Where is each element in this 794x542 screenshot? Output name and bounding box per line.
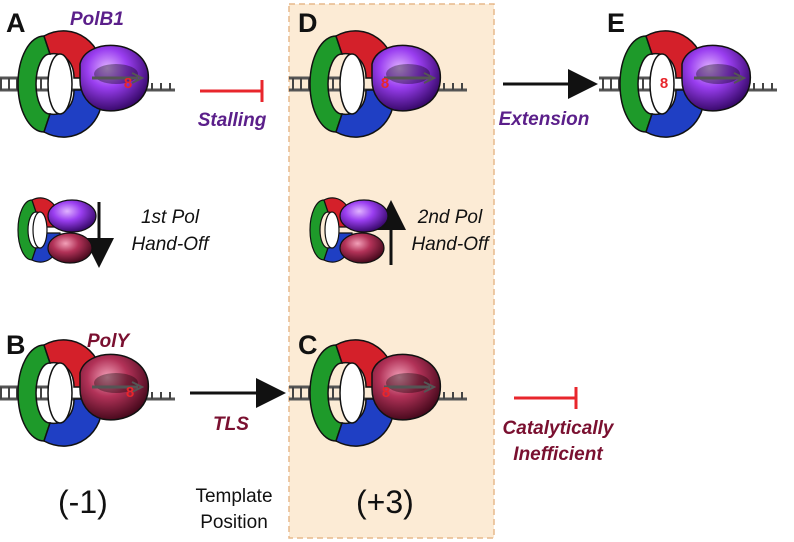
complex-a-polb1: 8 <box>0 30 175 138</box>
caption-line-1: Template <box>195 486 273 507</box>
extension-label: Extension <box>498 109 590 130</box>
caption-line-2: Position <box>200 512 268 533</box>
panel-letter-a: A <box>6 8 26 38</box>
first-handoff-label: 1st Pol Hand-Off <box>118 204 222 258</box>
template-position-caption: Template Position <box>178 484 290 536</box>
polymerase <box>371 44 441 112</box>
second-handoff-line-1: 2nd Pol <box>417 207 483 228</box>
stalling-inhibit-arrow <box>200 80 264 102</box>
complex-d-polb1: 8 <box>289 30 467 138</box>
lesion-mark: 8 <box>660 75 668 92</box>
second-handoff-line-2: Hand-Off <box>411 234 489 255</box>
lesion-mark: 8 <box>382 384 390 401</box>
position-plus-three: (+3) <box>356 484 414 520</box>
complex-e-polb1: 8 <box>599 30 777 138</box>
enzyme-label-poly: PolY <box>87 331 130 352</box>
complex-c-poly: 8 <box>289 339 467 447</box>
first-handoff-line-2: Hand-Off <box>131 234 209 255</box>
stalling-label: Stalling <box>197 110 267 131</box>
poly-mini <box>47 232 93 264</box>
complex-b-poly: 8 <box>0 339 175 447</box>
panel-letter-d: D <box>298 8 318 38</box>
polb1-mini <box>339 199 389 233</box>
second-handoff-complex <box>309 197 389 264</box>
lesion-mark: 8 <box>124 75 132 92</box>
position-minus-one: (-1) <box>58 484 108 520</box>
catalytic-line-1: Catalytically <box>502 418 614 439</box>
second-handoff-label: 2nd Pol Hand-Off <box>398 204 502 258</box>
panel-letter-b: B <box>6 330 26 360</box>
lesion-mark: 8 <box>381 75 389 92</box>
catalytic-line-2: Inefficient <box>513 444 603 465</box>
lesion-mark: 8 <box>126 384 134 401</box>
poly-mini <box>339 232 385 264</box>
first-handoff-complex <box>17 197 97 264</box>
polymerase <box>681 44 751 112</box>
polymerase <box>371 353 441 421</box>
tls-label: TLS <box>213 414 249 435</box>
polb1-mini <box>47 199 97 233</box>
polymerase <box>79 353 149 421</box>
catalytic-inefficient-label: Catalytically Inefficient <box>492 416 624 468</box>
enzyme-label-polb1: PolB1 <box>70 9 124 30</box>
polymerase <box>79 44 149 112</box>
first-handoff-line-1: 1st Pol <box>140 207 200 228</box>
catalytic-inhibit-arrow <box>514 387 578 409</box>
panel-letter-c: C <box>298 330 318 360</box>
panel-letter-e: E <box>607 8 626 38</box>
